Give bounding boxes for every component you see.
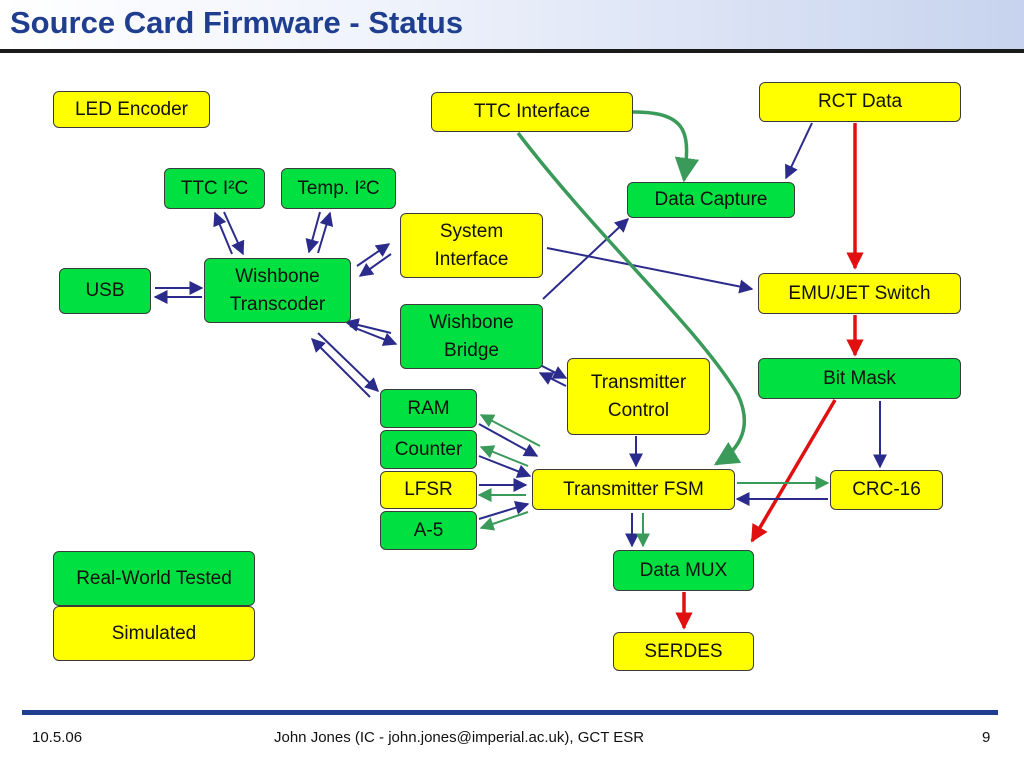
led-encoder-box: LED Encoder [53,91,210,128]
usb-box: USB [59,268,151,314]
transmitter-control-box: Transmitter Control [567,358,710,435]
emu-jet-switch-box: EMU/JET Switch [758,273,961,314]
arrow-bitmask-mux [750,399,837,543]
arrow-bridge-txctrl-a [539,364,568,379]
bit-mask-box: Bit Mask [758,358,961,399]
data-mux-box: Data MUX [613,550,754,591]
arrow-bridge-left [344,318,392,334]
wishbone-bridge-line1: Wishbone [429,311,514,333]
legend-tested-label: Real-World Tested [76,567,232,589]
data-capture-label: Data Capture [654,189,768,211]
ttc-interface-label: TTC Interface [473,101,591,123]
transmitter-fsm-label: Transmitter FSM [563,478,704,500]
arrow-rct-datacapture [785,122,813,180]
system-interface-line1: System [439,220,504,242]
arrow-ram-fsm [478,423,539,457]
serdes-box: SERDES [613,632,754,671]
arrow-ram-down [317,332,380,392]
wishbone-transcoder-line1: Wishbone [235,265,320,287]
temp-i2c-box: Temp. I²C [281,168,396,209]
crc16-box: CRC-16 [830,470,943,510]
lfsr-box: LFSR [380,471,477,509]
footer-author: John Jones (IC - john.jones@imperial.ac.… [274,729,645,746]
transmitter-control-line1: Transmitter [590,371,687,393]
arrow-bridge-txctrl-b [538,372,567,387]
wishbone-transcoder-line2: Transcoder [229,293,326,315]
system-interface-box: System Interface [400,213,543,278]
temp-i2c-label: Temp. I²C [297,177,380,199]
usb-label: USB [85,280,125,302]
arrow-ttc-datacapture [632,110,700,183]
arrow-a5-fsm [478,500,530,520]
ram-label: RAM [407,397,450,419]
arrow-temp-i2c-down [305,211,321,254]
data-mux-label: Data MUX [639,559,728,581]
arrow-ttc-i2c-up [213,211,233,255]
footer-page-number: 9 [982,729,991,746]
transmitter-fsm-box: Transmitter FSM [532,469,735,510]
title-rule [0,49,1024,53]
arrow-counter-fsm [478,455,532,478]
wishbone-transcoder-box: Wishbone Transcoder [204,258,351,323]
counter-label: Counter [394,438,463,460]
arrow-temp-i2c-up [317,211,334,254]
transmitter-control-line2: Control [607,399,670,421]
title-bar [0,0,1024,50]
a5-label: A-5 [413,519,444,541]
data-capture-box: Data Capture [627,182,795,218]
system-interface-line2: Interface [434,248,509,270]
ram-box: RAM [380,389,477,428]
counter-box: Counter [380,430,477,469]
crc16-label: CRC-16 [852,479,921,501]
arrow-ttc-fsm [516,131,747,466]
ttc-i2c-box: TTC I²C [164,168,265,209]
legend-simulated-label: Simulated [111,622,197,644]
arrow-ram-up [311,338,371,398]
a5-box: A-5 [380,511,477,550]
arrow-sysif-emu [546,247,754,294]
wishbone-bridge-line2: Bridge [444,339,499,361]
arrow-fsm-a5 [479,511,529,531]
footer-date: 10.5.06 [32,729,83,746]
slide-title: Source Card Firmware - Status [10,5,464,40]
rct-data-box: RCT Data [759,82,961,122]
wishbone-bridge-box: Wishbone Bridge [400,304,543,369]
arrow-sysif-down [358,253,392,277]
arrow-fsm-ram [479,414,541,447]
bit-mask-label: Bit Mask [823,367,896,389]
arrow-sysif-up [356,243,391,267]
emu-jet-switch-label: EMU/JET Switch [788,282,931,304]
arrow-ttc-i2c-down [223,211,245,256]
serdes-label: SERDES [644,640,723,662]
arrow-bridge-datacapture [542,218,630,300]
legend-tested-box: Real-World Tested [53,551,255,606]
footer-rule [22,710,998,715]
lfsr-label: LFSR [404,479,453,501]
rct-data-label: RCT Data [817,91,903,113]
legend-simulated-box: Simulated [53,606,255,661]
ttc-i2c-label: TTC I²C [180,177,249,199]
ttc-interface-box: TTC Interface [431,92,633,132]
arrow-fsm-counter [479,445,529,467]
led-encoder-label: LED Encoder [74,98,188,120]
